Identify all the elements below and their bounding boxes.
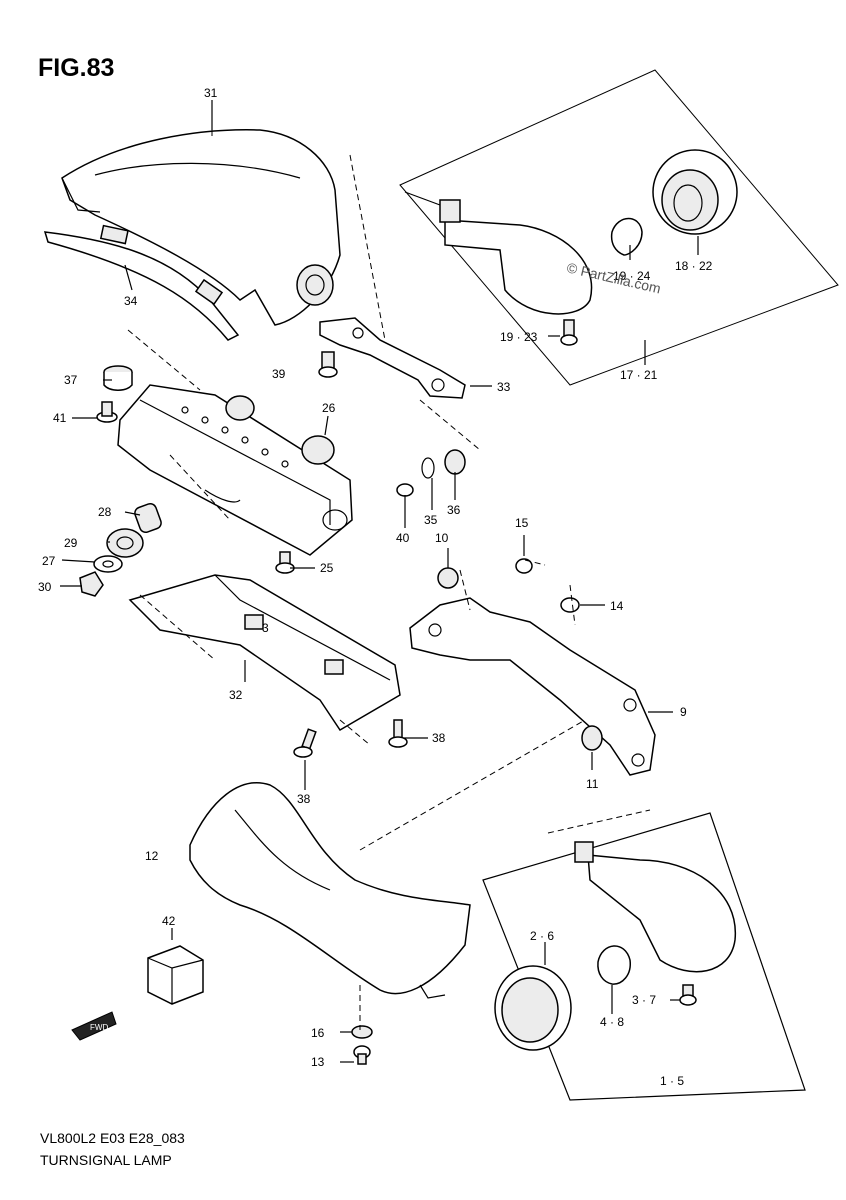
- callout-27: 27: [42, 554, 56, 568]
- callout-10: 10: [435, 531, 449, 545]
- callout-labels: 31 34 37 39 41 26 33 28 29 27 30 25 3 32…: [38, 86, 713, 1088]
- turnsignal-bracket: [409, 597, 656, 776]
- figure-code: VL800L2 E03 E28_083: [40, 1130, 185, 1146]
- callout-3: 3: [262, 621, 269, 635]
- screw-15: [515, 558, 533, 574]
- callout-19-23: 19 · 23: [500, 330, 538, 344]
- callout-19-24: 19 · 24: [613, 269, 651, 283]
- turnsignal-relay: [147, 945, 204, 1005]
- washer-35: [421, 457, 435, 479]
- rear-fender-cover: [61, 129, 341, 326]
- callout-38a: 38: [432, 731, 446, 745]
- cushion-29: [106, 528, 144, 558]
- figure-title: FIG.83: [38, 54, 115, 82]
- callout-13: 13: [311, 1055, 325, 1069]
- callout-28: 28: [98, 505, 112, 519]
- callout-36: 36: [447, 503, 461, 517]
- callout-39: 39: [272, 367, 286, 381]
- callout-18-22: 18 · 22: [675, 259, 713, 273]
- callout-34: 34: [124, 294, 138, 308]
- callout-12: 12: [145, 849, 159, 863]
- callout-3-7: 3 · 7: [632, 993, 656, 1007]
- callout-26: 26: [322, 401, 336, 415]
- callout-38b: 38: [297, 792, 311, 806]
- callout-2-6: 2 · 6: [530, 929, 554, 943]
- callout-31: 31: [204, 86, 218, 100]
- collar-36: [444, 449, 466, 475]
- callout-33: 33: [497, 380, 511, 394]
- fwd-label: FWD: [90, 1023, 108, 1032]
- assembly-lines: [127, 130, 651, 1030]
- callout-30: 30: [38, 580, 52, 594]
- callout-41: 41: [53, 411, 67, 425]
- callout-32: 32: [229, 688, 243, 702]
- bolt-14: [560, 597, 580, 613]
- bolt-38-upper: [388, 719, 408, 748]
- lamp-bracket-upper: [319, 317, 466, 399]
- reflector-strip: [43, 224, 240, 341]
- washer-11: [581, 725, 603, 751]
- figure-name: TURNSIGNAL LAMP: [40, 1152, 172, 1168]
- license-bracket: [128, 574, 401, 732]
- callout-14: 14: [610, 599, 624, 613]
- grommet-37: [103, 365, 133, 391]
- front-turnsignal: [482, 812, 806, 1101]
- bolt-38-lower: [293, 728, 317, 758]
- nut-30: [79, 571, 104, 597]
- callout-25: 25: [320, 561, 334, 575]
- washer-27: [93, 555, 123, 573]
- bolt-25: [275, 551, 295, 574]
- callout-15: 15: [515, 516, 529, 530]
- callout-17-21: 17 · 21: [620, 368, 658, 382]
- washer-16: [351, 1025, 373, 1039]
- leader-lines: [60, 100, 699, 1063]
- screw-13: [353, 1045, 371, 1065]
- cushion-28: [134, 502, 162, 534]
- collar-10: [437, 567, 459, 589]
- fwd-arrow: FWD: [71, 1011, 117, 1041]
- bolt-41: [96, 401, 118, 423]
- callout-11: 11: [586, 777, 599, 791]
- rear-turnsignal: [399, 69, 839, 386]
- plate-holes: [181, 406, 289, 468]
- callout-4-8: 4 · 8: [600, 1015, 624, 1029]
- callout-1-5: 1 · 5: [660, 1074, 684, 1088]
- callout-29: 29: [64, 536, 78, 550]
- callout-35: 35: [424, 513, 438, 527]
- lower-cover: [189, 782, 471, 999]
- callout-9: 9: [680, 705, 687, 719]
- screw-40: [396, 483, 414, 497]
- callout-42: 42: [162, 914, 176, 928]
- bolt-upper-33: [318, 351, 338, 378]
- callout-37: 37: [64, 373, 78, 387]
- callout-16: 16: [311, 1026, 325, 1040]
- mounting-plate: [117, 384, 353, 556]
- callout-40: 40: [396, 531, 410, 545]
